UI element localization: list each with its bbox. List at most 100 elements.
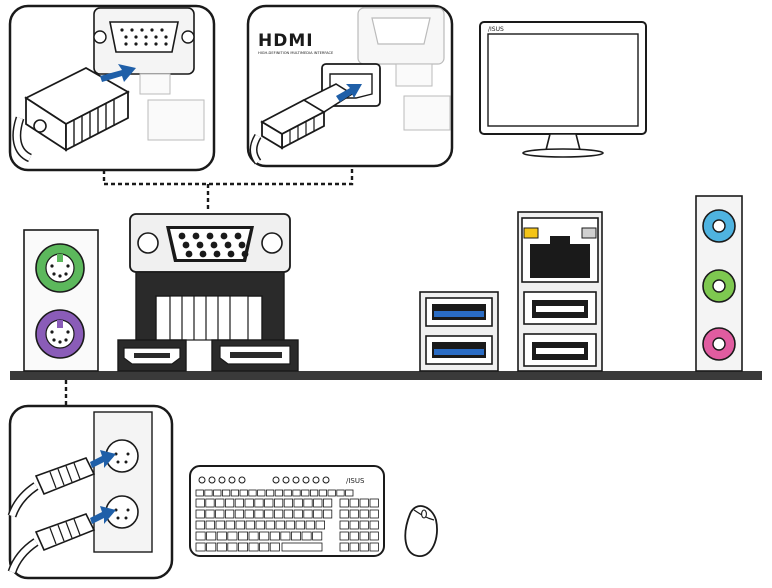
keyboard-numpad-key bbox=[349, 531, 359, 541]
ps2-keyboard-cable-plug bbox=[7, 513, 96, 574]
keyboard-key bbox=[215, 520, 226, 530]
keyboard-key bbox=[195, 498, 205, 508]
keyboard-key bbox=[313, 509, 323, 519]
keyboard-key bbox=[195, 489, 204, 497]
keyboard-key bbox=[273, 509, 284, 519]
keyboard-key bbox=[215, 509, 225, 519]
keyboard-numpad-key bbox=[359, 531, 369, 541]
keyboard-numpad-key bbox=[359, 520, 369, 530]
keyboard-key bbox=[312, 531, 323, 541]
keyboard-media-key bbox=[218, 476, 226, 484]
hdmi-port[interactable] bbox=[117, 339, 187, 372]
vga-cable-plug bbox=[12, 66, 130, 163]
keyboard-key bbox=[195, 542, 206, 552]
audio-line-out-jack[interactable] bbox=[702, 269, 736, 303]
video-ports-block bbox=[117, 213, 299, 372]
ps2-callout-port-illustration bbox=[93, 411, 153, 553]
keyboard-key bbox=[303, 498, 313, 508]
keyboard-key bbox=[275, 520, 286, 530]
keyboard-numpad-key bbox=[339, 531, 349, 541]
vga-port[interactable] bbox=[137, 226, 283, 262]
usb3-port-bottom[interactable] bbox=[425, 335, 493, 365]
keyboard-key bbox=[254, 509, 264, 519]
ps2-callout bbox=[7, 404, 174, 580]
video-ports-bracket-slats bbox=[169, 295, 249, 341]
keyboard-key bbox=[245, 520, 256, 530]
keyboard-numpad-key bbox=[339, 498, 349, 508]
rear-panel-bar bbox=[10, 371, 762, 380]
audio-mic-jack[interactable] bbox=[702, 327, 736, 361]
keyboard-numpad-key bbox=[359, 542, 369, 552]
keyboard-key bbox=[244, 498, 254, 508]
keyboard-numpad-key bbox=[359, 509, 369, 519]
keyboard-media-key bbox=[228, 476, 236, 484]
keyboard-key bbox=[265, 489, 275, 497]
keyboard-key bbox=[206, 542, 217, 552]
ps2-mouse-insert-arrow bbox=[90, 450, 116, 468]
hdmi-cable-plug bbox=[249, 83, 354, 165]
keyboard-key bbox=[234, 509, 244, 519]
keyboard-key bbox=[274, 489, 284, 497]
keyboard-key bbox=[273, 498, 284, 508]
keyboard-media-key bbox=[272, 476, 280, 484]
ps2-keyboard-insert-arrow bbox=[90, 506, 116, 524]
keyboard-numpad-key bbox=[339, 520, 349, 530]
keyboard-brand-logo: /ISUS bbox=[346, 477, 365, 485]
keyboard-key bbox=[237, 531, 248, 541]
usb2-port-bottom[interactable] bbox=[523, 333, 597, 367]
usb3-port-top[interactable] bbox=[425, 297, 493, 327]
keyboard-numpad-key bbox=[359, 498, 369, 508]
keyboard-numpad-key bbox=[349, 509, 359, 519]
keyboard-key bbox=[322, 509, 333, 519]
keyboard-key bbox=[205, 520, 216, 530]
keyboard-key bbox=[303, 509, 313, 519]
hdmi-logo-text: HDMI bbox=[258, 31, 314, 51]
keyboard-key bbox=[257, 489, 266, 497]
usb3-ports-block bbox=[419, 291, 499, 372]
monitor-illustration: /ISUS bbox=[479, 21, 647, 158]
ps2-keyboard-port[interactable] bbox=[35, 309, 85, 359]
keyboard-key-grid bbox=[195, 489, 379, 552]
ps2-mouse-cable-plug bbox=[7, 457, 96, 518]
displayport-port[interactable] bbox=[211, 339, 299, 372]
keyboard-key bbox=[301, 489, 310, 497]
keyboard-media-keys bbox=[198, 476, 330, 484]
hdmi-logo-subtext: HIGH-DEFINITION MULTIMEDIA INTERFACE bbox=[258, 51, 334, 55]
keyboard-key bbox=[313, 498, 323, 508]
keyboard-key bbox=[293, 498, 303, 508]
keyboard-key bbox=[239, 489, 248, 497]
lan-port[interactable] bbox=[521, 217, 599, 283]
keyboard-key bbox=[227, 531, 238, 541]
keyboard-key bbox=[280, 531, 291, 541]
keyboard-media-key bbox=[282, 476, 290, 484]
keyboard-numpad-key bbox=[349, 498, 359, 508]
keyboard-key bbox=[224, 509, 235, 519]
usb2-port-top[interactable] bbox=[523, 291, 597, 325]
keyboard-media-key bbox=[198, 476, 206, 484]
keyboard-numpad-key bbox=[369, 531, 379, 541]
keyboard-numpad-key bbox=[349, 542, 359, 552]
keyboard-key bbox=[225, 520, 236, 530]
keyboard-key bbox=[292, 489, 301, 497]
keyboard-key bbox=[195, 509, 205, 519]
keyboard-key bbox=[295, 520, 306, 530]
callout-connector-lines bbox=[64, 166, 354, 406]
audio-jacks-block bbox=[695, 195, 743, 372]
ps2-mouse-port[interactable] bbox=[35, 243, 85, 293]
keyboard-key bbox=[285, 520, 296, 530]
keyboard-illustration: /ISUS bbox=[189, 465, 385, 557]
keyboard-key bbox=[255, 520, 266, 530]
keyboard-key bbox=[254, 498, 264, 508]
keyboard-key bbox=[293, 509, 303, 519]
hdmi-callout: HDMI HIGH-DEFINITION MULTIMEDIA INTERFAC… bbox=[246, 4, 454, 168]
keyboard-media-key bbox=[238, 476, 246, 484]
keyboard-numpad-key bbox=[339, 509, 349, 519]
keyboard-key bbox=[216, 531, 227, 541]
keyboard-key bbox=[215, 498, 225, 508]
keyboard-key bbox=[345, 489, 354, 497]
hdmi-callout-board-illustration bbox=[321, 7, 451, 131]
keyboard-numpad-key bbox=[349, 520, 359, 530]
keyboard-media-key bbox=[322, 476, 330, 484]
audio-line-in-jack[interactable] bbox=[702, 209, 736, 243]
